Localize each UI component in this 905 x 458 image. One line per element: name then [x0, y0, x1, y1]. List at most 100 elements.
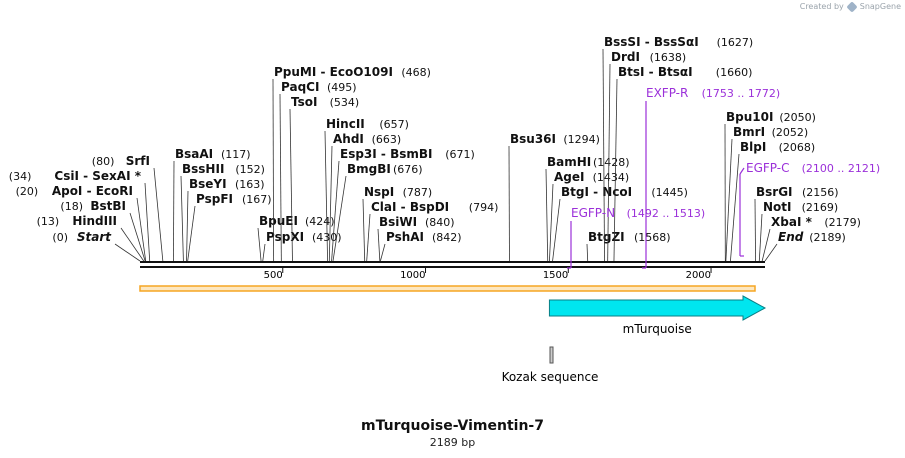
restriction-site-name: ClaI - BspDI — [371, 200, 449, 214]
restriction-site-name: BsrGI — [756, 185, 793, 199]
restriction-site-position: (167) — [242, 193, 272, 206]
vector-backbone-bar — [139, 285, 756, 292]
restriction-site-name: BmrI — [733, 125, 765, 139]
restriction-site-name: BtgZI — [588, 230, 625, 244]
restriction-site-name: AhdI — [333, 132, 364, 146]
feature-kozak-label: Kozak sequence — [502, 370, 599, 384]
restriction-site-leader — [114, 243, 141, 262]
restriction-site-name: BseYI — [189, 177, 227, 191]
restriction-site-name: SrfI — [126, 154, 150, 168]
restriction-site: CsiI - SexAI *(34) — [9, 169, 151, 262]
restriction-site: AgeI(1434) — [549, 170, 629, 262]
restriction-site-leader — [607, 63, 611, 262]
restriction-site-name: BamHI — [547, 155, 591, 169]
restriction-site: BtgI - NcoI (1445) — [552, 185, 688, 262]
restriction-site-leader — [758, 213, 763, 262]
restriction-site-position: (1638) — [650, 51, 687, 64]
restriction-site-leader — [331, 160, 340, 262]
restriction-site-name: End — [778, 230, 804, 244]
restriction-site-position: (671) — [445, 148, 475, 161]
restriction-site-position: (534) — [330, 96, 360, 109]
restriction-site-position: (2169) — [802, 201, 839, 214]
restriction-site-position: (1428) — [593, 156, 630, 169]
restriction-site: ApoI - EcoRI(20) — [16, 184, 147, 262]
restriction-site-leader — [257, 227, 262, 262]
restriction-site-name: HindIII — [72, 214, 117, 228]
restriction-site-leader — [613, 78, 618, 262]
restriction-site-name: DrdI — [611, 50, 640, 64]
restriction-site: BmrI(2052) — [725, 125, 808, 262]
restriction-site: NotI(2169) — [758, 200, 839, 262]
restriction-site-name: BtsI - BtsαI — [618, 65, 693, 79]
feature-mturquoise-arrow — [548, 295, 767, 321]
restriction-site: BseYI(163) — [186, 177, 265, 262]
restriction-site-position: (13) — [37, 215, 60, 228]
restriction-site-leader — [272, 78, 275, 262]
restriction-site-name: BsaAI — [175, 147, 213, 161]
restriction-site-position: (2156) — [802, 186, 839, 199]
restriction-site: Bsu36I(1294) — [508, 132, 600, 262]
restriction-site-name: BsiWI — [379, 215, 417, 229]
restriction-site-leader — [764, 243, 778, 262]
restriction-site-name: BtgI - NcoI — [561, 185, 632, 199]
restriction-site-position: (794) — [469, 201, 499, 214]
credit-text: Created by — [799, 2, 844, 11]
primer: EXFP-R(1753 .. 1772) — [642, 86, 780, 269]
restriction-site-leader — [730, 153, 740, 262]
restriction-site-name: BpuEI — [259, 214, 298, 228]
primer-name: EGFP-N — [571, 206, 615, 220]
plasmid-name: mTurquoise-Vimentin-7 — [361, 418, 544, 434]
restriction-site-leader — [362, 198, 366, 262]
restriction-site-leader — [545, 168, 549, 262]
restriction-site: BstBI(18) — [60, 199, 146, 262]
scale-tick-label: 1500 — [543, 270, 568, 281]
feature-mturquoise-label: mTurquoise — [623, 322, 692, 336]
restriction-site-leader — [380, 243, 386, 262]
restriction-site-leader — [186, 190, 189, 262]
restriction-site-leader — [328, 145, 333, 262]
primer: EGFP-C(2100 .. 2121) — [739, 161, 880, 257]
scale-tick-label: 2000 — [686, 270, 711, 281]
restriction-site: PaqCI(495) — [279, 80, 357, 262]
restriction-site: Esp3I - BsmBI(671) — [331, 147, 475, 262]
restriction-site-name: PspFI — [196, 192, 233, 206]
restriction-site: BssSI - BssSαI(1627) — [602, 35, 753, 262]
restriction-site-leader — [324, 130, 328, 262]
restriction-site-leader — [136, 197, 147, 262]
restriction-site: AhdI(663) — [328, 132, 401, 262]
restriction-site-leader — [262, 243, 266, 262]
restriction-site: HindIII (13) — [37, 214, 145, 262]
restriction-site-leader — [144, 182, 151, 262]
restriction-site: End(2189) — [764, 230, 846, 262]
restriction-site-position: (1294) — [563, 133, 600, 146]
restriction-site-name: HincII — [326, 117, 365, 131]
restriction-site-leader — [552, 198, 561, 262]
restriction-site: BtsI - BtsαI(1660) — [613, 65, 752, 262]
restriction-site: HincII(657) — [324, 117, 409, 262]
plasmid-length: 2189 bp — [429, 436, 476, 449]
restriction-site: PshAI(842) — [380, 230, 462, 262]
restriction-site-name: BssSI - BssSαI — [604, 35, 699, 49]
restriction-site: Start(0) — [52, 230, 141, 262]
restriction-site-name: XbaI * — [771, 215, 813, 229]
restriction-site-name: PspXI — [266, 230, 304, 244]
feature-kozak-box — [549, 346, 554, 364]
restriction-site: BsiWI(840) — [377, 215, 455, 262]
primer-leader — [739, 167, 745, 175]
restriction-site-leader — [366, 213, 371, 262]
restriction-site: ClaI - BspDI (794) — [366, 200, 499, 262]
scale-tick-label: 1000 — [400, 270, 425, 281]
restriction-site: PspFI (167) — [187, 192, 272, 262]
restriction-site: BmgBI(676) — [332, 162, 423, 262]
restriction-site-name: TsoI — [291, 95, 317, 109]
restriction-site-name: Bpu10I — [726, 110, 773, 124]
restriction-site-position: (495) — [327, 81, 357, 94]
primer-range: (1492 .. 1513) — [627, 207, 706, 220]
restriction-site-name: PpuMI - EcoO109I — [274, 65, 393, 79]
restriction-site-position: (18) — [60, 200, 83, 213]
primer-name: EXFP-R — [646, 86, 688, 100]
restriction-site-name: BlpI — [740, 140, 766, 154]
restriction-site-position: (1445) — [651, 186, 688, 199]
